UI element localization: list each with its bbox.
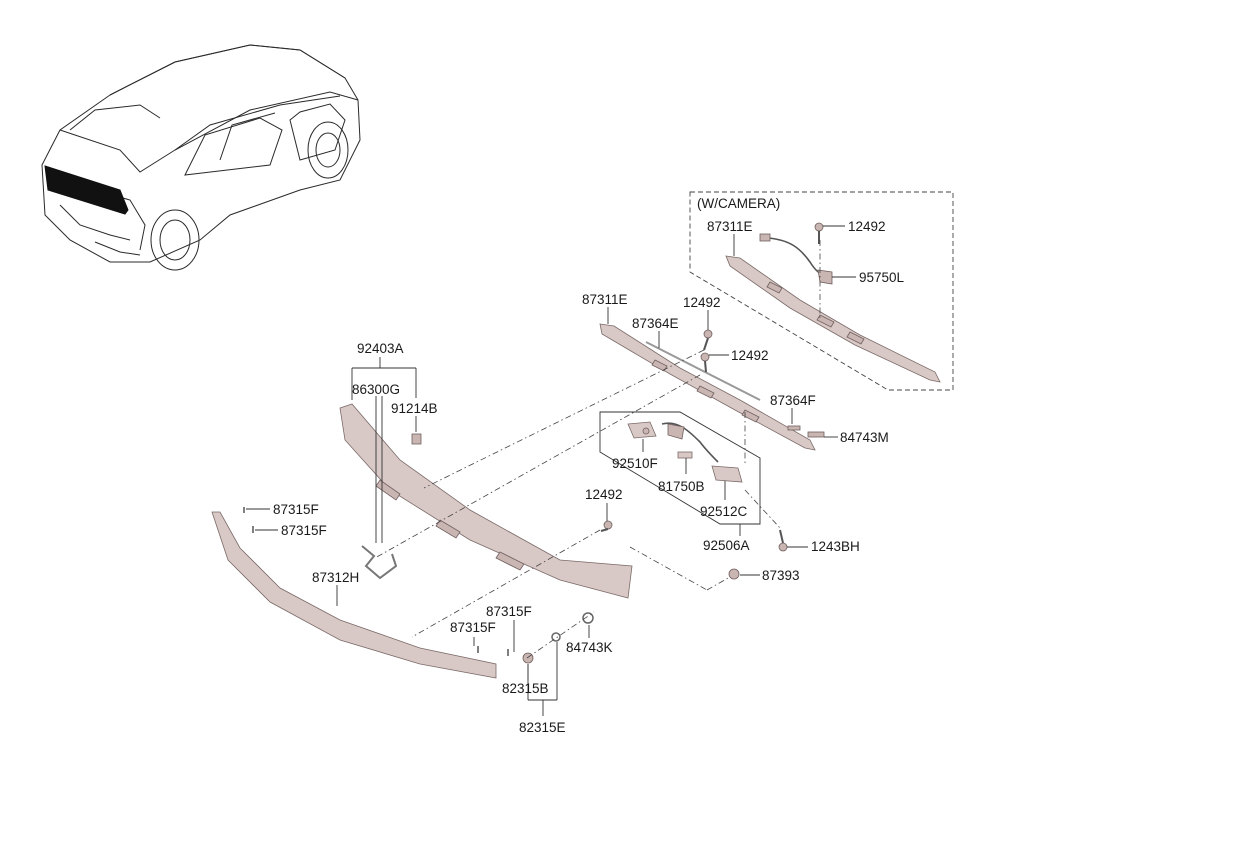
bracket-91214B — [411, 433, 422, 445]
label-91214B[interactable]: 91214B — [391, 401, 438, 416]
screw-12492-a — [703, 329, 713, 351]
label-12492-a[interactable]: 12492 — [683, 295, 721, 310]
label-84743K[interactable]: 84743K — [566, 640, 613, 655]
vehicle-rear-illustration — [41, 44, 361, 271]
back-panel-garnish — [339, 403, 633, 599]
label-87315F-c[interactable]: 87315F — [486, 604, 532, 619]
label-84743M[interactable]: 84743M — [840, 430, 889, 445]
label-12492-camera[interactable]: 12492 — [848, 219, 886, 234]
clip-84743M — [807, 431, 825, 438]
camera-option-box: (W/CAMERA) — [689, 191, 954, 391]
label-92512C[interactable]: 92512C — [700, 504, 748, 519]
label-12492-b[interactable]: 12492 — [731, 348, 769, 363]
lens-92512C — [711, 465, 743, 483]
label-92510F[interactable]: 92510F — [612, 456, 658, 471]
label-81750B[interactable]: 81750B — [658, 479, 705, 494]
label-1243BH[interactable]: 1243BH — [811, 539, 860, 554]
leader-lines — [246, 225, 856, 716]
label-86300G[interactable]: 86300G — [352, 382, 400, 397]
screw-1243BH — [778, 529, 788, 552]
label-87315F-d[interactable]: 87315F — [450, 620, 496, 635]
seal-87364E — [645, 341, 761, 401]
clips-87315F — [243, 507, 509, 656]
part-labels: 87311E 12492 95750L 87311E 12492 87364E … — [273, 219, 905, 735]
camera-harness — [759, 233, 833, 285]
label-87311E-camera[interactable]: 87311E — [707, 219, 753, 234]
lower-molding — [211, 511, 497, 679]
label-92506A[interactable]: 92506A — [703, 538, 750, 553]
label-87364F[interactable]: 87364F — [770, 393, 816, 408]
grommet-82315E — [551, 632, 561, 642]
harness-86300G — [361, 545, 398, 580]
label-87311E[interactable]: 87311E — [582, 292, 628, 307]
camera-bolt — [814, 222, 824, 244]
label-95750L[interactable]: 95750L — [859, 270, 905, 285]
label-87315F-a[interactable]: 87315F — [273, 502, 319, 517]
label-82315E[interactable]: 82315E — [519, 720, 566, 735]
screw-12492-b — [700, 352, 710, 373]
tailgate-garnish-highlight — [44, 165, 129, 215]
label-92403A[interactable]: 92403A — [357, 341, 404, 356]
camera-box-title: (W/CAMERA) — [697, 196, 780, 211]
assembly-lines — [374, 240, 821, 659]
label-87315F-b[interactable]: 87315F — [281, 523, 327, 538]
bulb-81750B — [677, 451, 693, 459]
label-87364E[interactable]: 87364E — [632, 316, 679, 331]
license-lamp-box — [599, 411, 761, 525]
label-87393[interactable]: 87393 — [762, 568, 800, 583]
lamp-92510F — [627, 421, 657, 439]
seal-87364F — [787, 425, 801, 431]
label-87312H[interactable]: 87312H — [312, 570, 359, 585]
screw-12492-c — [600, 520, 613, 532]
garnish-main-part — [599, 323, 816, 451]
clip-87393 — [728, 568, 740, 580]
lamp-harness — [661, 422, 719, 463]
grommet-84743K — [582, 612, 594, 624]
label-82315B[interactable]: 82315B — [502, 681, 549, 696]
label-12492-c[interactable]: 12492 — [585, 487, 623, 502]
garnish-camera-part — [725, 255, 941, 383]
